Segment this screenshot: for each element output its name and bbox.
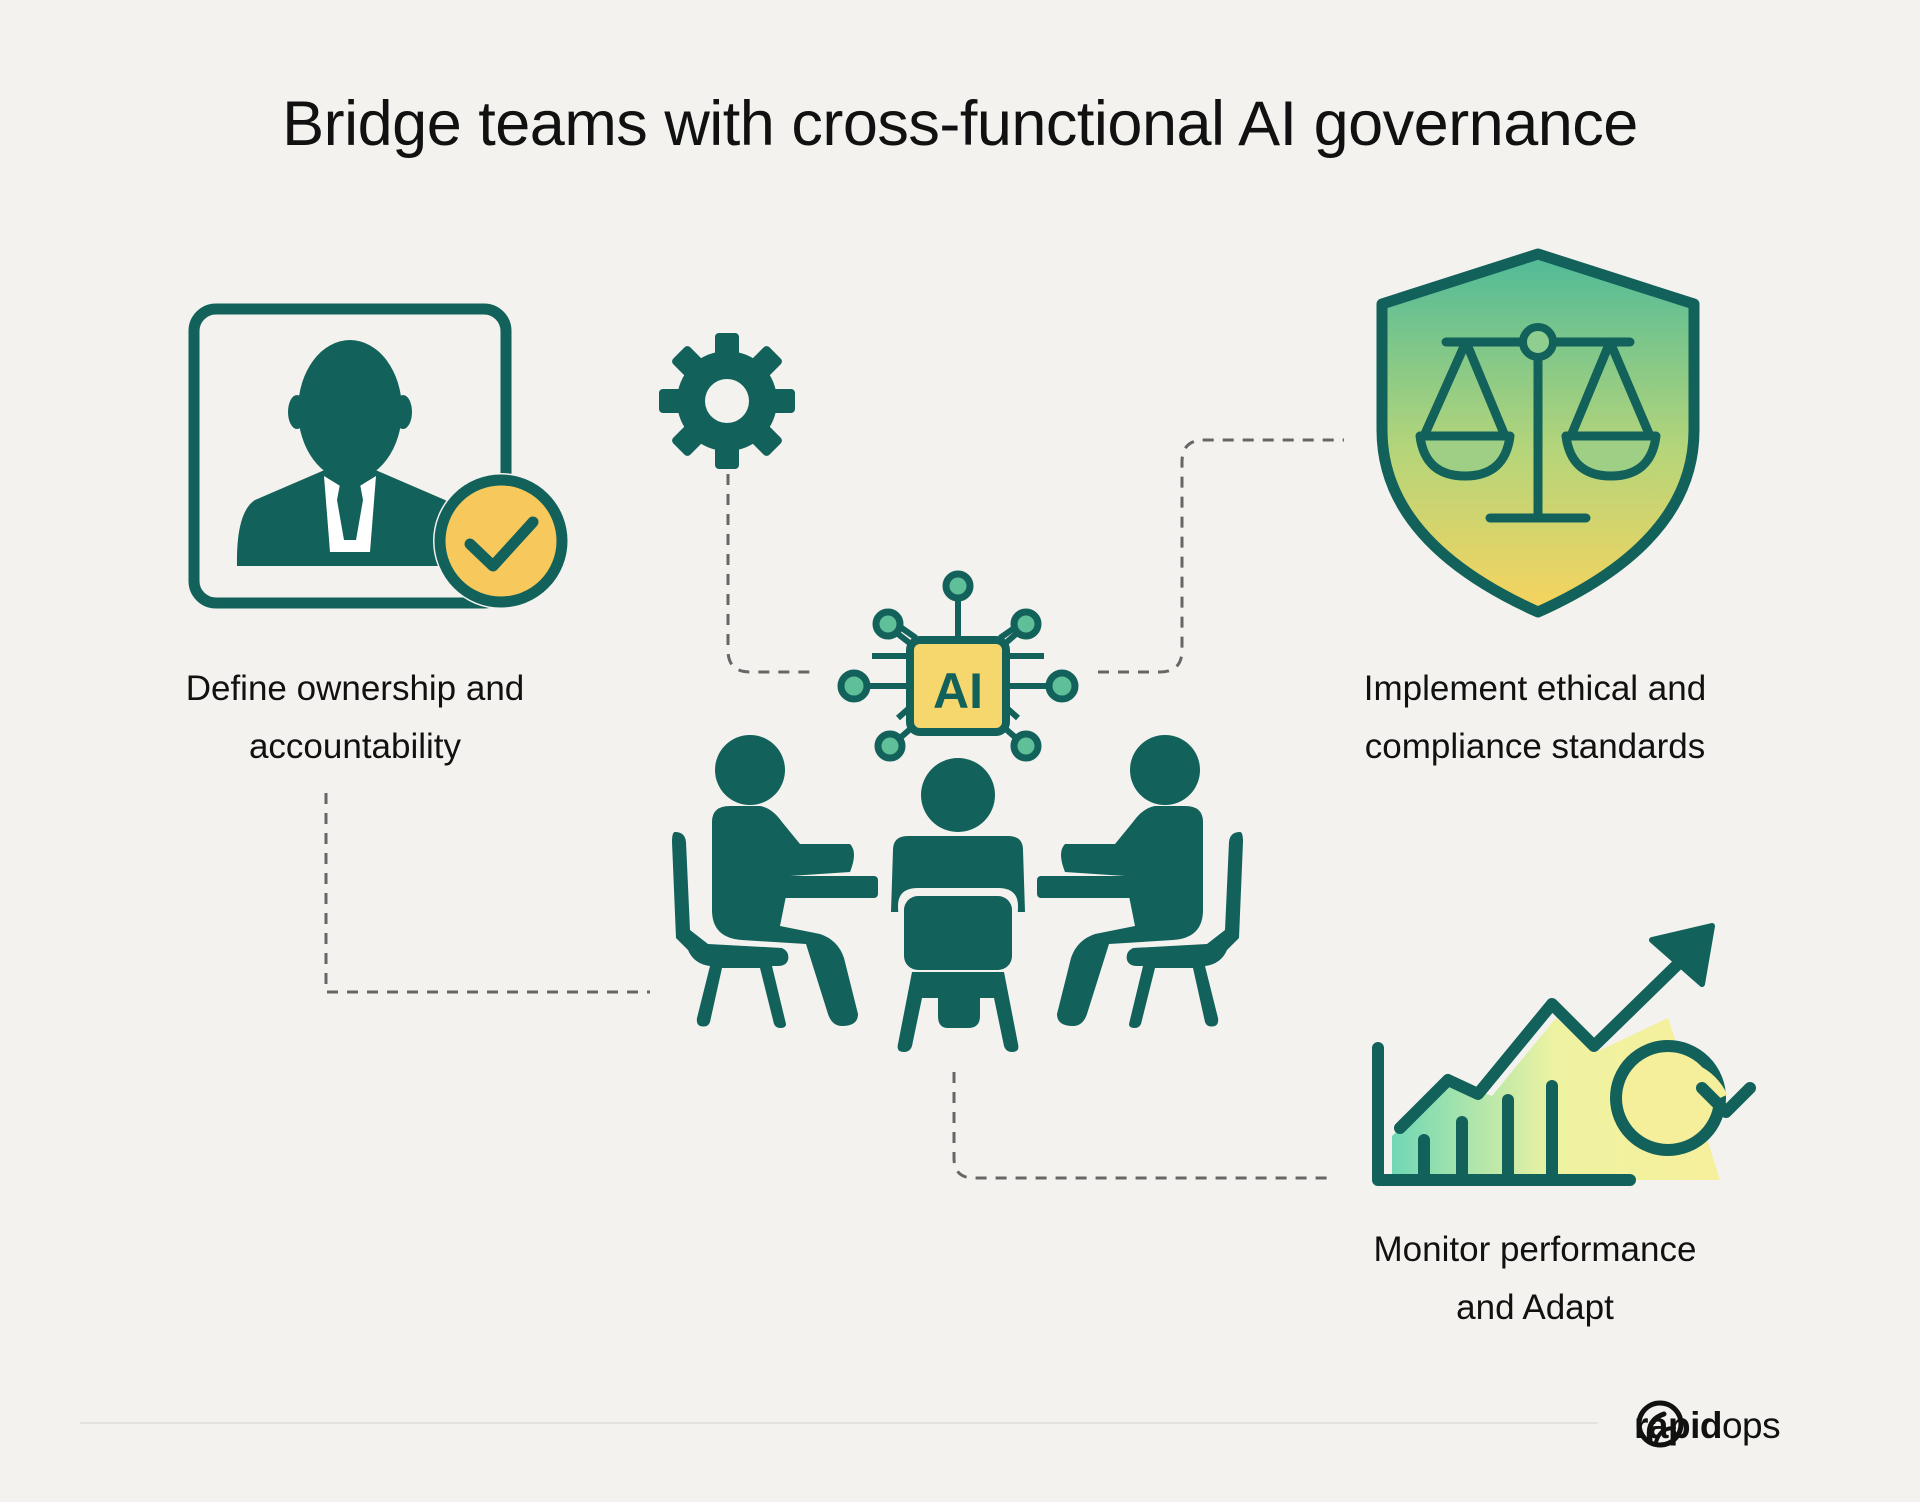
ai-badge-text: AI: [933, 663, 983, 719]
node-label-monitor: Monitor performance and Adapt: [1310, 1221, 1760, 1337]
brand-name: rapidops: [1634, 1405, 1781, 1447]
brand-name-bold: rapid: [1634, 1405, 1722, 1446]
node-label-line: compliance standards: [1364, 727, 1706, 766]
footer-divider: [80, 1422, 1598, 1424]
gear-icon: [659, 333, 795, 469]
ai-chip-icon: AI: [837, 570, 1079, 762]
shield-scales-icon: [1376, 248, 1700, 618]
brand-name-light: ops: [1721, 1405, 1781, 1446]
rapidops-logo-icon: [1636, 1400, 1684, 1448]
brand: rapidops: [1634, 1398, 1781, 1454]
person-checkmark-icon: [188, 303, 569, 609]
connector-team-to-monitor: [952, 1072, 1330, 1180]
connector-ownership-to-team: [324, 793, 650, 994]
node-label-line: Define ownership and: [185, 669, 525, 708]
team-meeting-icon: [672, 735, 1243, 1052]
node-label-ownership: Define ownership and accountability: [130, 660, 580, 776]
node-label-ethics: Implement ethical and compliance standar…: [1300, 660, 1770, 776]
connector-ai-to-ethics: [1098, 438, 1344, 674]
node-label-line: Implement ethical and: [1363, 669, 1707, 708]
node-label-line: accountability: [248, 727, 462, 766]
node-label-line: and Adapt: [1456, 1288, 1614, 1327]
node-label-line: Monitor performance: [1373, 1230, 1697, 1269]
growth-chart-refresh-icon: [1372, 923, 1756, 1186]
page-title: Bridge teams with cross-functional AI go…: [282, 89, 1638, 159]
connector-lines: [324, 438, 1344, 1180]
connector-gear-to-ai: [726, 474, 812, 674]
